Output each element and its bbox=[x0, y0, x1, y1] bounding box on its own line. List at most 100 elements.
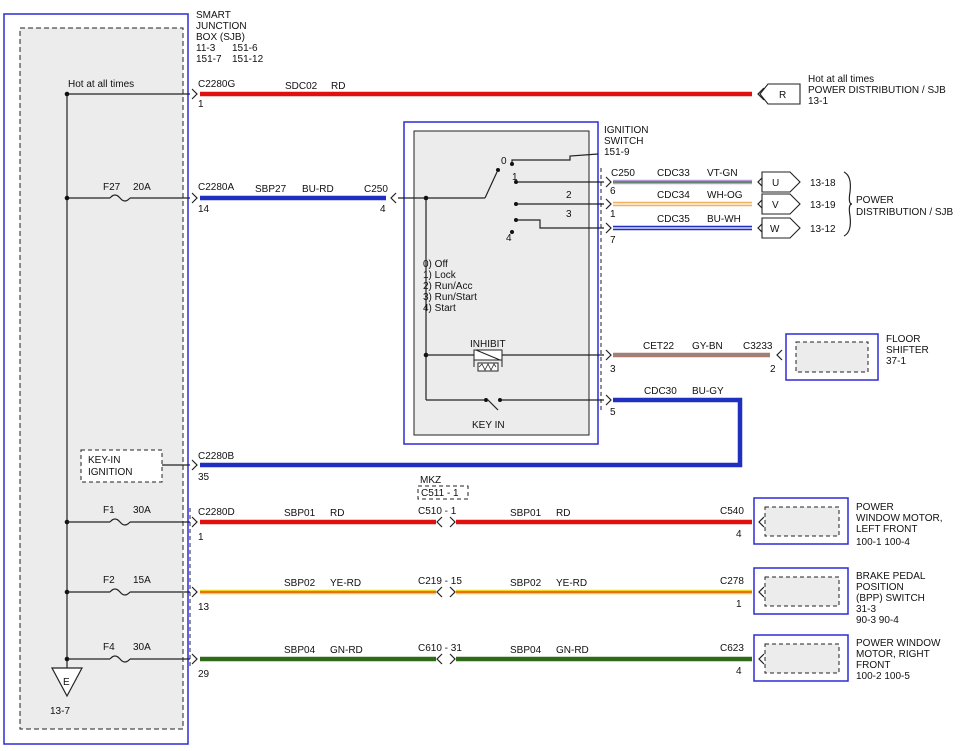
load-0-circuit-b: SBP01 bbox=[510, 508, 542, 519]
sjb-ref-3: 151-7 bbox=[196, 54, 222, 65]
ground-symbol bbox=[50, 667, 84, 698]
sjb-ref-4: 151-12 bbox=[232, 54, 264, 65]
ground-letter: E bbox=[63, 677, 70, 688]
ign-feed-connector: C2280A bbox=[198, 182, 234, 193]
load-1-line-4: 31-3 bbox=[856, 604, 876, 615]
mkz-connector-box bbox=[417, 485, 469, 500]
out-w-color: BU-WH bbox=[707, 214, 741, 225]
ign-pos-3: 3 bbox=[566, 209, 572, 220]
load-1-line-5: 90-3 90-4 bbox=[856, 615, 899, 626]
load-1-line-2: POSITION bbox=[856, 582, 904, 593]
top-dest-line-2: POWER DISTRIBUTION / SJB bbox=[808, 85, 946, 96]
ground-ref: 13-7 bbox=[50, 706, 70, 717]
fuse-f2-amps: 15A bbox=[133, 575, 151, 586]
sjb-hot-label: Hot at all times bbox=[68, 79, 134, 90]
load-0-circuit-a: SBP01 bbox=[284, 508, 316, 519]
load-1-inline: C219 - 15 bbox=[418, 576, 462, 587]
fuse-f2-symbol bbox=[109, 588, 131, 596]
shifter-line-3: 37-1 bbox=[886, 356, 906, 367]
out-u-letter: U bbox=[772, 178, 779, 189]
shifter-pin: 3 bbox=[610, 364, 616, 375]
load-0-line-4: 100-1 100-4 bbox=[856, 537, 910, 548]
mkz-label: MKZ bbox=[420, 475, 441, 486]
keyin-sjb-conn: C2280B bbox=[198, 451, 234, 462]
ign-inhibit-label: INHIBIT bbox=[470, 339, 506, 350]
ign-pos-1: 1 bbox=[512, 172, 518, 183]
shifter-color: GY-BN bbox=[692, 341, 723, 352]
load-2-line-1: POWER WINDOW bbox=[856, 638, 941, 649]
keyin-color: BU-GY bbox=[692, 386, 724, 397]
fuse-f1-name: F1 bbox=[103, 505, 115, 516]
fuse-f27-amps: 20A bbox=[133, 182, 151, 193]
fuse-f27-symbol bbox=[109, 194, 131, 202]
sjb-title-1: SMART bbox=[196, 10, 231, 21]
top-pin: 1 bbox=[198, 99, 204, 110]
sjb-title-2: JUNCTION bbox=[196, 21, 247, 32]
load-0-dev-pin: 4 bbox=[736, 529, 742, 540]
load-2-inline: C610 - 31 bbox=[418, 643, 462, 654]
load-2-color-a: GN-RD bbox=[330, 645, 363, 656]
shifter-line-2: SHIFTER bbox=[886, 345, 929, 356]
load-1-dev-conn: C278 bbox=[720, 576, 744, 587]
load-0-sjb-conn: C2280D bbox=[198, 507, 235, 518]
keyin-label-2: IGNITION bbox=[88, 467, 132, 478]
out-v-circuit: CDC34 bbox=[657, 190, 690, 201]
ign-pos-0: 0 bbox=[501, 156, 507, 167]
sjb-ref-2: 151-6 bbox=[232, 43, 258, 54]
out-w-ref: 13-12 bbox=[810, 224, 836, 235]
fuse-f4-symbol bbox=[109, 655, 131, 663]
load-0-device-box bbox=[753, 497, 849, 545]
fuse-f2-name: F2 bbox=[103, 575, 115, 586]
top-dest-line-1: Hot at all times bbox=[808, 74, 874, 85]
ign-pos-2: 2 bbox=[566, 190, 572, 201]
out-w-pin: 7 bbox=[610, 235, 616, 246]
load-1-line-1: BRAKE PEDAL bbox=[856, 571, 926, 582]
sjb-ref-1: 11-3 bbox=[196, 43, 216, 54]
out-v-letter: V bbox=[772, 200, 779, 211]
ign-legend-0: 0) Off bbox=[423, 259, 448, 270]
keyin-circuit: CDC30 bbox=[644, 386, 677, 397]
ign-legend-2: 2) Run/Acc bbox=[423, 281, 472, 292]
load-2-circuit-a: SBP04 bbox=[284, 645, 316, 656]
load-2-dev-conn: C623 bbox=[720, 643, 744, 654]
sjb-title-3: BOX (SJB) bbox=[196, 32, 245, 43]
load-0-line-1: POWER bbox=[856, 502, 894, 513]
load-1-circuit-a: SBP02 bbox=[284, 578, 316, 589]
out-u-color: VT-GN bbox=[707, 168, 738, 179]
load-1-sjb-pin: 13 bbox=[198, 602, 210, 613]
load-2-device-box bbox=[753, 634, 849, 682]
top-dest-line-3: 13-1 bbox=[808, 96, 828, 107]
ign-legend-1: 1) Lock bbox=[423, 270, 457, 281]
ign-title-1: IGNITION bbox=[604, 125, 648, 136]
out-w-flag bbox=[761, 217, 801, 239]
out-u-pin: 6 bbox=[610, 186, 616, 197]
ign-pos-4: 4 bbox=[506, 233, 512, 244]
load-2-line-3: FRONT bbox=[856, 660, 890, 671]
shifter-conn: C3233 bbox=[743, 341, 773, 352]
load-1-line-3: (BPP) SWITCH bbox=[856, 593, 925, 604]
keyin-wire bbox=[200, 397, 743, 468]
sjb-box bbox=[3, 13, 189, 745]
load-1-device-box bbox=[753, 567, 849, 615]
shifter-circuit: CET22 bbox=[643, 341, 675, 352]
load-0-dev-conn: C540 bbox=[720, 506, 744, 517]
ign-title-3: 151-9 bbox=[604, 147, 630, 158]
keyin-label-1: KEY-IN bbox=[88, 455, 120, 466]
load-0-inline: C510 - 1 bbox=[418, 506, 457, 517]
load-2-circuit-b: SBP04 bbox=[510, 645, 542, 656]
ign-feed-c250-pin: 4 bbox=[380, 204, 386, 215]
out-w-circuit: CDC35 bbox=[657, 214, 690, 225]
out-w-letter: W bbox=[770, 224, 780, 235]
load-0-color-b: RD bbox=[556, 508, 570, 519]
fuse-f27-name: F27 bbox=[103, 182, 121, 193]
ign-rotary-arm bbox=[484, 171, 498, 199]
load-0-sjb-pin: 1 bbox=[198, 532, 204, 543]
fuse-f1-amps: 30A bbox=[133, 505, 151, 516]
ign-legend-3: 3) Run/Start bbox=[423, 292, 477, 303]
top-circuit-color: RD bbox=[331, 81, 345, 92]
shifter-line-1: FLOOR bbox=[886, 334, 920, 345]
ign-legend-4: 4) Start bbox=[423, 303, 456, 314]
outputs-dest-2: DISTRIBUTION / SJB bbox=[856, 207, 954, 218]
load-2-color-b: GN-RD bbox=[556, 645, 589, 656]
fuse-f4-name: F4 bbox=[103, 642, 115, 653]
